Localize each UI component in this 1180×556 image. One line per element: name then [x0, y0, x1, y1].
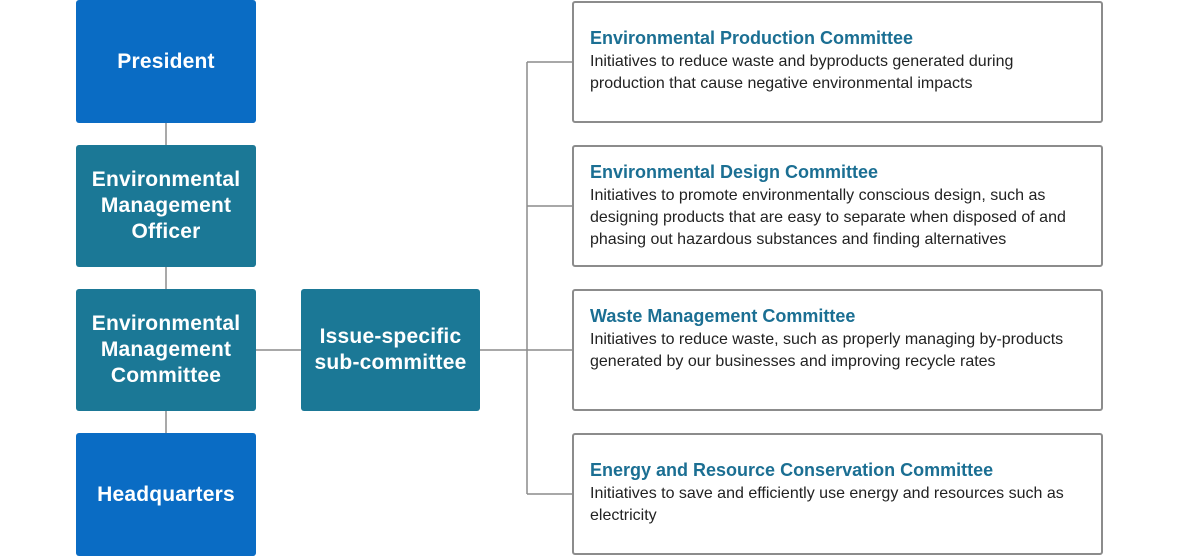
production-committee-title: Environmental Production Committee: [590, 28, 914, 48]
design-committee-card: Environmental Design Committee Initiativ…: [572, 145, 1103, 267]
headquarters-box: Headquarters: [76, 433, 256, 556]
design-committee-description: Initiatives to promote environmentally c…: [590, 187, 1066, 248]
design-committee-title: Environmental Design Committee: [590, 162, 879, 182]
environmental-management-officer-box: Environmental Management Officer: [76, 145, 256, 267]
waste-committee-card: Waste Management Committee Initiatives t…: [572, 289, 1103, 411]
production-committee-description: Initiatives to reduce waste and byproduc…: [590, 53, 1014, 92]
energy-committee-card: Energy and Resource Conservation Committ…: [572, 433, 1103, 555]
issue-specific-subcommittee-box: Issue-specific sub-committee: [301, 289, 480, 411]
president-box: President: [76, 0, 256, 123]
energy-committee-title: Energy and Resource Conservation Committ…: [590, 460, 994, 480]
waste-committee-title: Waste Management Committee: [590, 306, 856, 326]
waste-committee-description: Initiatives to reduce waste, such as pro…: [590, 331, 1064, 370]
energy-committee-description: Initiatives to save and efficiently use …: [590, 485, 1064, 524]
environmental-management-committee-box: Environmental Management Committee: [76, 289, 256, 411]
production-committee-card: Environmental Production Committee Initi…: [572, 1, 1103, 123]
